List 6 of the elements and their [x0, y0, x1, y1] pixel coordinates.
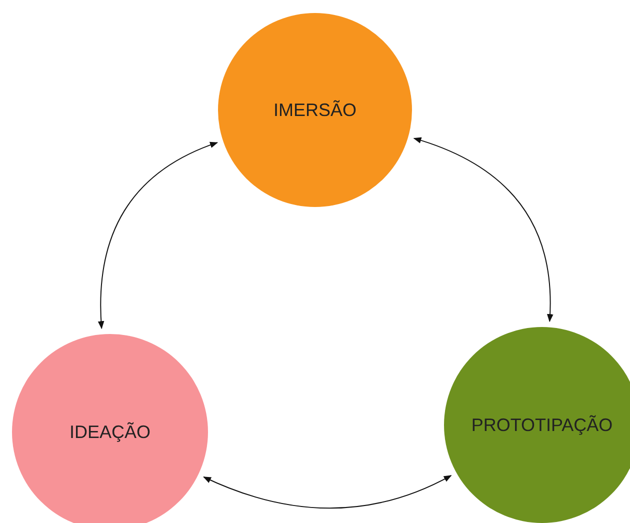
- curved-arrow: [413, 138, 554, 322]
- curved-arrow: [98, 142, 218, 330]
- phase-label: IDEAÇÃO: [69, 420, 151, 444]
- phase-label: IMERSÃO: [273, 98, 356, 122]
- curved-arrow: [203, 475, 452, 509]
- phase-label: PROTOTIPAÇÃO: [471, 414, 613, 437]
